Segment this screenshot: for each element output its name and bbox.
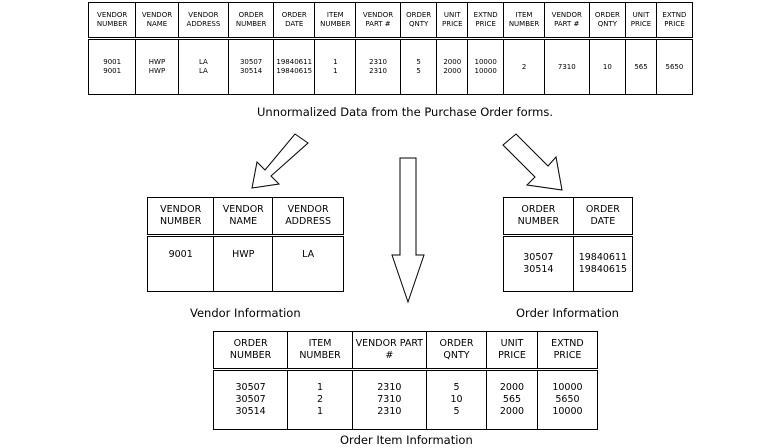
- data-cell: 19840611 19840615: [572, 235, 634, 292]
- arrow-to-item-icon: [391, 157, 425, 304]
- header-cell: VENDOR NAME: [135, 2, 179, 40]
- header-cell: ORDER NUMBER: [212, 331, 289, 371]
- order-caption: Order Information: [516, 306, 619, 320]
- header-cell: ORDER NUMBER: [228, 2, 274, 40]
- header-cell: VENDOR NAME: [213, 197, 274, 237]
- vendor-caption: Vendor Information: [190, 306, 301, 320]
- header-cell: ORDER QNTY: [425, 331, 488, 371]
- header-cell: EXTND PRICE: [536, 331, 599, 371]
- header-cell: EXTND PRICE: [467, 2, 505, 40]
- data-cell: 9001 9001: [87, 38, 137, 95]
- header-cell: VENDOR ADDRESS: [272, 197, 344, 237]
- header-cell: ORDER DATE: [572, 197, 634, 237]
- data-cell: HWP: [213, 235, 274, 292]
- data-cell: 2: [503, 38, 545, 95]
- arrow-to-order-icon: [502, 133, 563, 191]
- data-cell: 10000 5650 10000: [536, 369, 599, 430]
- data-cell: 7310: [543, 38, 590, 95]
- data-cell: 5 10 5: [425, 369, 488, 430]
- data-cell: 30507 30514: [503, 235, 574, 292]
- data-cell: 19840611 19840615: [272, 38, 316, 95]
- data-cell: 2000 565 2000: [486, 369, 538, 430]
- data-cell: 1 1: [314, 38, 357, 95]
- data-cell: HWP HWP: [135, 38, 179, 95]
- data-cell: 1 2 1: [287, 369, 353, 430]
- order-table: ORDER NUMBER ORDER DATE 30507 30514 1984…: [503, 197, 634, 292]
- arrow-to-vendor-icon: [251, 133, 309, 189]
- header-cell: VENDOR PART #: [355, 2, 401, 40]
- data-cell: LA LA: [177, 38, 230, 95]
- order-item-table: ORDER NUMBER ITEM NUMBER VENDOR PART # O…: [212, 331, 599, 430]
- header-cell: ORDER NUMBER: [503, 197, 574, 237]
- header-cell: VENDOR NUMBER: [87, 2, 137, 40]
- data-cell: 2310 7310 2310: [351, 369, 427, 430]
- data-cell: 565: [625, 38, 657, 95]
- data-cell: 2000 2000: [436, 38, 469, 95]
- header-cell: VENDOR PART #: [351, 331, 427, 371]
- data-cell: 2310 2310: [355, 38, 401, 95]
- data-cell: 5650: [655, 38, 694, 95]
- header-cell: UNIT PRICE: [436, 2, 469, 40]
- header-cell: ITEM NUMBER: [287, 331, 353, 371]
- order-item-caption: Order Item Information: [340, 433, 473, 447]
- unnormalized-table: VENDOR NUMBER VENDOR NAME VENDOR ADDRESS…: [87, 2, 694, 95]
- header-cell: ITEM NUMBER: [314, 2, 357, 40]
- header-cell: VENDOR NUMBER: [146, 197, 215, 237]
- header-cell: EXTND PRICE: [655, 2, 694, 40]
- header-cell: UNIT PRICE: [486, 331, 538, 371]
- data-cell: LA: [272, 235, 344, 292]
- header-cell: VENDOR PART #: [543, 2, 590, 40]
- header-cell: ORDER QNTY: [399, 2, 438, 40]
- unnormalized-caption: Unnormalized Data from the Purchase Orde…: [257, 105, 553, 119]
- data-cell: 9001: [146, 235, 215, 292]
- header-cell: VENDOR ADDRESS: [177, 2, 230, 40]
- data-cell: 30507 30507 30514: [212, 369, 289, 430]
- header-cell: ITEM NUMBER: [503, 2, 545, 40]
- vendor-table: VENDOR NUMBER VENDOR NAME VENDOR ADDRESS…: [146, 197, 344, 292]
- data-cell: 30507 30514: [228, 38, 274, 95]
- data-cell: 10000 10000: [467, 38, 505, 95]
- header-cell: ORDER DATE: [272, 2, 316, 40]
- data-cell: 5 5: [399, 38, 438, 95]
